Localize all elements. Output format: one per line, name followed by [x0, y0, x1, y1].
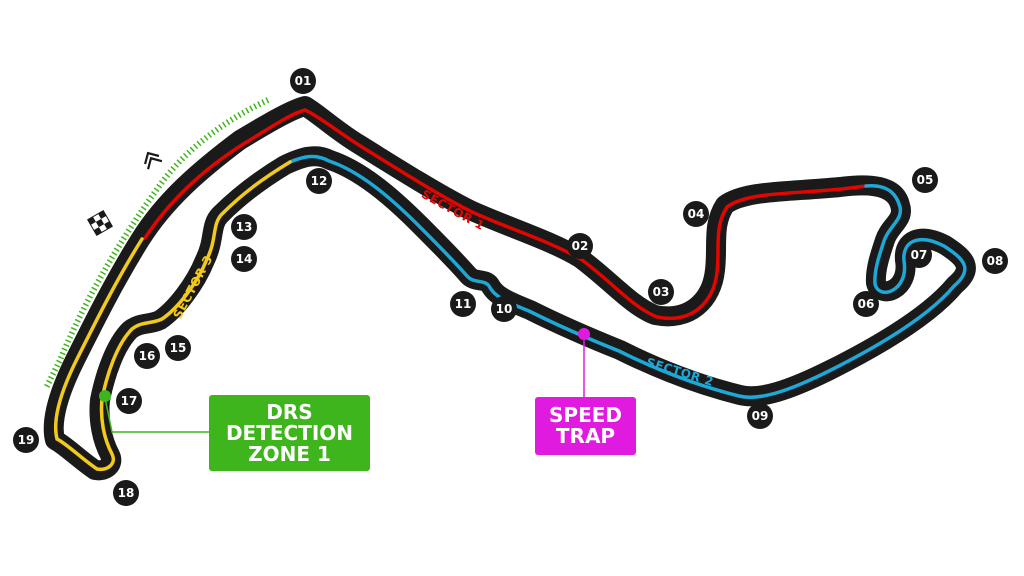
svg-text:05: 05 [917, 173, 934, 187]
svg-text:07: 07 [911, 248, 928, 262]
turn-marker-12: 12 [306, 168, 332, 194]
speed-trap-callout: SPEED TRAP [535, 397, 636, 455]
turn-marker-14: 14 [231, 246, 257, 272]
turn-marker-10: 10 [491, 296, 517, 322]
chequered-flag-icon [87, 210, 113, 236]
turn-marker-01: 01 [290, 68, 316, 94]
svg-text:04: 04 [688, 207, 705, 221]
turn-marker-02: 02 [567, 233, 593, 259]
speed-trap-line-1: SPEED [549, 403, 622, 427]
svg-text:19: 19 [18, 433, 35, 447]
svg-text:11: 11 [455, 297, 472, 311]
turn-marker-18: 18 [113, 480, 139, 506]
speed-trap-point [578, 328, 590, 340]
drs-callout-line-2: DETECTION [225, 420, 354, 445]
drs-callout-line-3: ZONE 1 [248, 441, 331, 466]
turn-marker-13: 13 [231, 214, 257, 240]
turn-marker-11: 11 [450, 291, 476, 317]
svg-text:17: 17 [121, 394, 138, 408]
svg-text:13: 13 [236, 220, 253, 234]
drs-detection-callout: DRS DETECTION ZONE 1 [209, 395, 370, 471]
svg-text:03: 03 [653, 285, 670, 299]
svg-text:09: 09 [752, 409, 769, 423]
turn-marker-19: 19 [13, 427, 39, 453]
drs-detection-point [99, 390, 111, 402]
drs-callout-line-1: DRS [266, 399, 313, 424]
svg-text:02: 02 [572, 239, 589, 253]
drs-detection-leader [104, 397, 210, 433]
turn-marker-04: 04 [683, 201, 709, 227]
turn-marker-06: 06 [853, 291, 879, 317]
turn-marker-05: 05 [912, 167, 938, 193]
svg-text:16: 16 [139, 349, 156, 363]
svg-text:01: 01 [295, 74, 312, 88]
svg-text:18: 18 [118, 486, 135, 500]
turn-marker-09: 09 [747, 403, 773, 429]
svg-text:06: 06 [858, 297, 875, 311]
svg-text:14: 14 [236, 252, 253, 266]
svg-text:10: 10 [496, 302, 513, 316]
turn-marker-15: 15 [165, 335, 191, 361]
turn-marker-07: 07 [906, 242, 932, 268]
turn-marker-03: 03 [648, 279, 674, 305]
sector-2-line [288, 154, 967, 399]
svg-text:12: 12 [311, 174, 328, 188]
speed-trap-line-2: TRAP [555, 424, 616, 448]
turn-marker-16: 16 [134, 343, 160, 369]
svg-text:08: 08 [987, 254, 1004, 268]
turn-marker-08: 08 [982, 248, 1008, 274]
turn-marker-17: 17 [116, 388, 142, 414]
svg-text:15: 15 [170, 341, 187, 355]
sector-1-line [143, 108, 868, 320]
start-direction-chevrons-icon [144, 151, 163, 170]
